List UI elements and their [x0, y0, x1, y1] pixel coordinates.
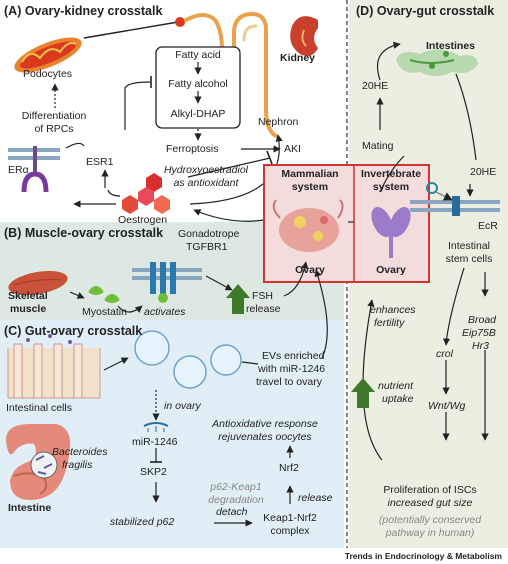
muscle-label: muscle: [10, 303, 47, 315]
intestines-icon: [396, 49, 478, 76]
differentiation-label-line1: Differentiation: [21, 110, 87, 122]
esr1-label: ESR1: [86, 156, 114, 168]
alkyl-dhap-label: Alkyl-DHAP: [170, 108, 226, 120]
mammalian-ovary-icon: [272, 199, 344, 252]
intestines-label: Intestines: [426, 40, 476, 52]
panel-b-title: (B) Muscle-ovary crosstalk: [4, 226, 164, 240]
panel-a-title: (A) Ovary-kidney crosstalk: [4, 4, 163, 18]
activates-label: activates: [144, 306, 186, 318]
panel-d-title: (D) Ovary-gut crosstalk: [356, 4, 495, 18]
wnt-label: Wnt/Wg: [428, 400, 466, 412]
oestrogen-molecule-icon: [122, 173, 170, 214]
podocyte-nephron-link: [83, 21, 179, 39]
podocytes-label: Podocytes: [23, 68, 73, 80]
fragilis-label: fragilis: [62, 459, 93, 471]
proliferation-label-line1: Proliferation of ISCs: [383, 484, 477, 496]
antioxidative-label-line2: rejuvenates oocytes: [218, 431, 312, 443]
ferroptosis-label: Ferroptosis: [166, 143, 219, 155]
nutrient-uptake-arrow-icon: [351, 378, 375, 408]
nutrient-label-line1: nutrient: [378, 380, 414, 392]
mirna-icon: [143, 422, 169, 432]
evs-label-line1: EVs enriched: [262, 350, 325, 362]
skp2-label: SKP2: [140, 466, 167, 478]
20he-right-label: 20HE: [470, 166, 497, 178]
nephron-label: Nephron: [258, 116, 299, 128]
conserved-label-line1: (potentially conserved: [378, 514, 482, 526]
invertebrate-ovary-label: Ovary: [376, 264, 406, 276]
fatty-alcohol-label: Fatty alcohol: [168, 78, 228, 90]
invertebrate-system-line1: Invertebrate: [360, 168, 422, 180]
fatty-acid-label: Fatty acid: [175, 49, 221, 61]
extracellular-vesicles-icon: [134, 330, 242, 389]
in-ovary-label: in ovary: [164, 400, 201, 412]
mammalian-system-line1: Mammalian: [281, 168, 339, 180]
ecr-label: EcR: [478, 220, 498, 232]
isc-label-line2: stem cells: [445, 253, 493, 265]
p62-keap1-label-line2: degradation: [208, 494, 264, 506]
nutrient-label-line2: uptake: [382, 393, 414, 405]
kidney-icon: [290, 16, 318, 56]
panel-c-title: (C) Gut-ovary crosstalk: [4, 324, 143, 338]
glomerulus-icon: [175, 17, 185, 27]
proliferation-label-line2: increased gut size: [387, 497, 473, 509]
intestine-label: Intestine: [8, 502, 52, 514]
skeletal-muscle-icon: [8, 270, 68, 296]
mammalian-system-line2: system: [291, 181, 329, 193]
bacteroides-fragilis-icon: [30, 451, 58, 479]
journal-footer: Trends in Endocrinology & Metabolism: [344, 551, 502, 561]
aki-label: AKI: [284, 143, 301, 155]
fsh-increase-arrow-icon: [226, 284, 250, 314]
intestinal-cells-icon: [7, 334, 101, 399]
20he-top-label: 20HE: [362, 80, 389, 92]
mating-label: Mating: [362, 140, 394, 152]
oestrogen-label: Oestrogen: [118, 214, 168, 226]
er-alpha-receptor-icon: [8, 146, 60, 193]
ecr-receptor-icon: [410, 182, 500, 216]
broad-label: Broad: [468, 314, 497, 326]
keap1-nrf2-label-line2: complex: [270, 525, 310, 537]
eip75b-label: Eip75B: [462, 327, 496, 339]
antioxidative-label-line1: Antioxidative response: [212, 418, 318, 430]
release-label: release: [298, 492, 333, 504]
bacteroides-label: Bacteroides: [52, 446, 108, 458]
myostatin-icon: [88, 286, 120, 303]
enhances-label-line2: fertility: [374, 317, 405, 329]
enhances-label-line1: enhances: [370, 304, 416, 316]
invertebrate-system-line2: system: [372, 181, 410, 193]
stabilized-p62-label: stabilized p62: [110, 516, 175, 528]
invertebrate-ovary-icon: [371, 207, 411, 258]
nrf2-label: Nrf2: [279, 462, 299, 474]
er-alpha-label: ERα: [8, 164, 29, 176]
keap1-nrf2-label-line1: Keap1-Nrf2: [263, 512, 317, 524]
hydroxyoestradiol-label-line1: Hydroxyoestradiol: [163, 164, 249, 176]
lipid-pathway-box: [155, 46, 241, 129]
detach-label: detach: [216, 506, 248, 518]
isc-label-line1: Intestinal: [447, 240, 491, 252]
hydroxyoestradiol-label-line2: as antioxidant: [173, 177, 239, 189]
fsh-release-label: release: [246, 303, 281, 315]
gonadotrope-label: Gonadotrope: [178, 228, 240, 240]
fsh-label: FSH: [252, 290, 273, 302]
myostatin-label: Myostatin: [82, 306, 127, 318]
podocytes-icon: [14, 37, 82, 73]
hr3-label: Hr3: [472, 340, 489, 352]
p62-keap1-label-line1: p62-Keap1: [210, 481, 262, 493]
tgfbr1-receptor-icon: [132, 262, 202, 303]
conserved-label-line2: pathway in human): [385, 527, 475, 539]
evs-label-line3: travel to ovary: [256, 376, 322, 388]
crol-label: crol: [436, 348, 453, 360]
mir-1246-label: miR-1246: [132, 436, 178, 448]
mammalian-ovary-label: Ovary: [295, 264, 325, 276]
kidney-label: Kidney: [280, 52, 316, 64]
skeletal-label: Skeletal: [8, 290, 48, 302]
tgfbr1-label: TGFBR1: [186, 241, 228, 253]
evs-label-line2: with miR-1246: [258, 363, 326, 375]
intestinal-cells-label: Intestinal cells: [6, 402, 72, 414]
differentiation-label-line2: of RPCs: [34, 123, 74, 135]
